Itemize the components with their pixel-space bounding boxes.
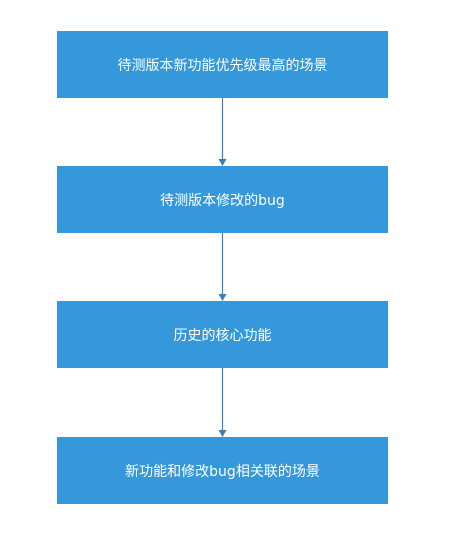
arrow-3-head-icon xyxy=(218,430,227,437)
flow-step-4-label: 新功能和修改bug相关联的场景 xyxy=(125,463,320,480)
arrow-3-to-4 xyxy=(218,368,227,437)
flow-step-2: 待测版本修改的bug xyxy=(57,166,388,233)
flow-step-2-label: 待测版本修改的bug xyxy=(160,192,285,209)
flow-step-3-label: 历史的核心功能 xyxy=(173,327,272,344)
arrow-1-head-icon xyxy=(218,159,227,166)
arrow-2-head-icon xyxy=(218,294,227,301)
flow-step-4: 新功能和修改bug相关联的场景 xyxy=(57,437,388,504)
flow-step-3: 历史的核心功能 xyxy=(57,301,388,368)
arrow-1-to-2 xyxy=(218,98,227,166)
arrow-2-to-3 xyxy=(218,233,227,301)
flow-step-1: 待测版本新功能优先级最高的场景 xyxy=(57,31,388,98)
flow-step-1-label: 待测版本新功能优先级最高的场景 xyxy=(117,57,328,74)
